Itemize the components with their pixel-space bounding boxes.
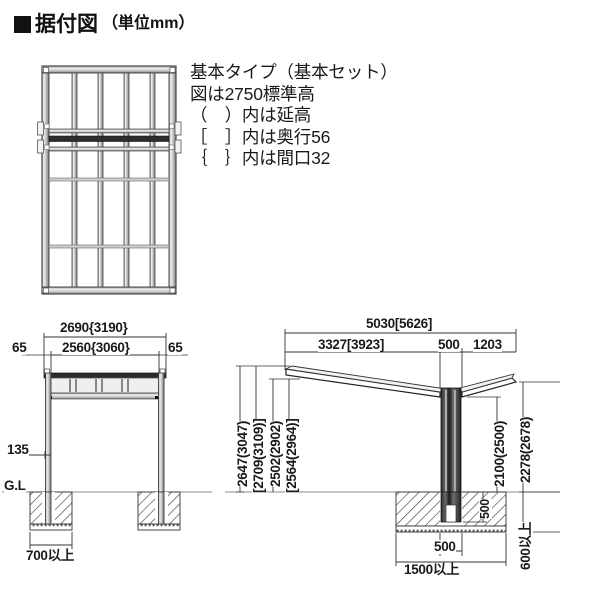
dim-side-post-base: 500	[478, 499, 492, 519]
dim-side-center-span: 500	[438, 337, 460, 352]
dim-front-inner-width: 2560{3060}	[62, 340, 130, 355]
dim-side-height-eave: 2502(2902)	[268, 420, 283, 487]
note-line-3: （ ）内は延高	[190, 105, 312, 125]
dim-side-overall-depth: 5030[5626]	[366, 316, 433, 331]
note-line-5: ｛ ｝内は間口32	[190, 148, 331, 168]
dim-side-height-eave-alt: [2564(2964)]	[284, 418, 299, 493]
note-line-2: 図は2750標準高	[190, 83, 315, 104]
title-main-text: 据付図	[35, 13, 98, 36]
side-elevation-group	[225, 329, 560, 566]
dim-side-front-span: 3327[3923]	[318, 337, 385, 352]
title-unit-text: （単位mm）	[102, 15, 195, 32]
dim-front-overall-width: 2690{3190}	[60, 320, 128, 335]
dim-front-footing-width: 700以上	[26, 548, 75, 563]
dim-side-height-total-alt: [2709(3109)]	[251, 418, 266, 493]
spec-notes: 基本タイプ（基本セット） 図は2750標準高 （ ）内は延高 ［ ］内は奥行56…	[190, 62, 398, 170]
dim-side-footing-width: 1500以上	[404, 562, 460, 577]
dim-side-post-height: 2278(2678)	[518, 416, 533, 483]
dim-side-height-total: 2647(3047)	[235, 420, 250, 487]
plan-view-group	[37, 65, 182, 295]
dim-front-overhang-right: 65	[168, 340, 183, 355]
dim-side-footing-center: 500	[434, 539, 456, 554]
dim-side-rear-span: 1203	[473, 337, 502, 352]
dim-side-height-clear: 2100(2500)	[492, 420, 507, 487]
dim-front-overhang-left: 65	[12, 340, 27, 355]
note-line-1: 基本タイプ（基本セット）	[190, 62, 398, 82]
page-title: 据付図 （単位mm）	[14, 14, 194, 35]
dim-side-footing-depth: 600以上	[518, 521, 533, 570]
note-line-4: ［ ］内は奥行56	[190, 126, 331, 147]
label-ground-line: G.L	[4, 478, 26, 493]
dim-front-base-height: 135	[7, 442, 29, 457]
square-bullet-icon	[14, 16, 31, 33]
front-elevation-group	[2, 333, 212, 549]
